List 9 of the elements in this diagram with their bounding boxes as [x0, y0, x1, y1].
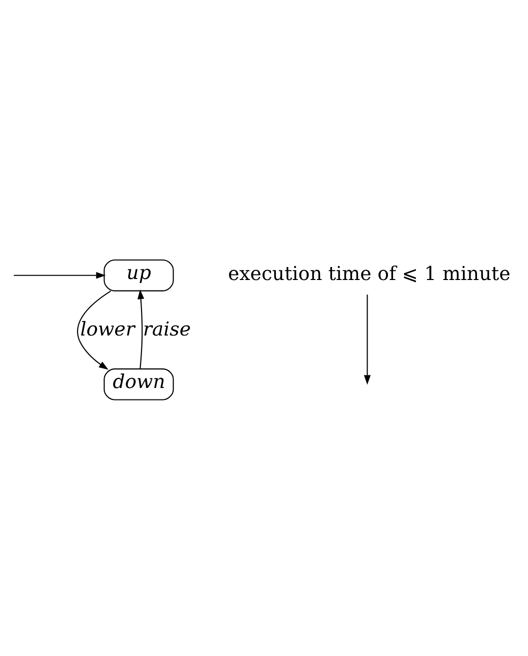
- node-box: down: [104, 368, 174, 400]
- node-text: execution time of ⩽ 1 minute: [228, 262, 510, 286]
- node-box: up: [104, 259, 174, 292]
- arrow: [138, 290, 144, 369]
- arrow: [14, 272, 106, 279]
- arrow: [364, 294, 371, 385]
- edge-label: lower: [80, 317, 135, 340]
- edge-label: raise: [143, 317, 191, 340]
- arrow: [77, 290, 112, 370]
